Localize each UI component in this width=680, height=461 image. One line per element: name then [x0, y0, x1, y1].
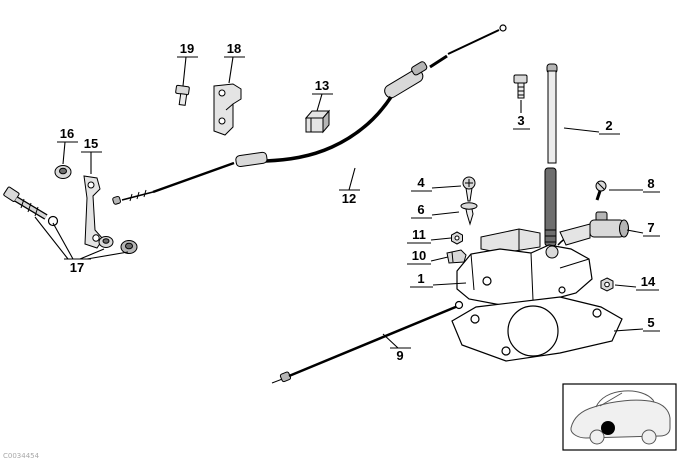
callout-12: 12 — [339, 167, 360, 206]
part-9-selector-rod — [271, 300, 464, 384]
car-window-line — [599, 392, 623, 407]
part-13-cable-clip — [304, 109, 331, 134]
callout-13-label: 13 — [315, 78, 329, 93]
callout-9-label: 9 — [396, 348, 403, 363]
part-15-bracket — [83, 175, 104, 249]
car-location-inset — [562, 383, 677, 451]
callout-1-label: 1 — [417, 271, 424, 286]
callout-18-label: 18 — [227, 41, 241, 56]
part-12-bowden-cable — [112, 24, 507, 205]
callout-15: 15 — [81, 136, 102, 174]
watermark-code: C0034454 — [3, 452, 40, 460]
part-6-expanding-rivet — [460, 202, 478, 226]
callout-8-label: 8 — [647, 176, 654, 191]
callout-5: 5 — [613, 315, 660, 332]
part-8-screw — [595, 180, 607, 201]
callout-18: 18 — [224, 41, 245, 84]
callout-10: 10 — [407, 248, 449, 265]
callout-4: 4 — [411, 175, 462, 192]
callout-2-label: 2 — [605, 118, 612, 133]
callout-11: 11 — [407, 227, 452, 244]
part-5-base-plate — [451, 296, 623, 362]
part-14-nut — [600, 277, 614, 292]
callout-6-label: 6 — [417, 202, 424, 217]
callout-16: 16 — [57, 126, 78, 165]
part-1-shifter-assembly — [456, 167, 593, 306]
callout-3: 3 — [513, 100, 530, 130]
callout-12-label: 12 — [342, 191, 356, 206]
part-11-nut — [451, 231, 463, 245]
callout-16-label: 16 — [60, 126, 74, 141]
car-body-outline — [570, 399, 671, 439]
callout-3-label: 3 — [517, 113, 524, 128]
car-wheel-rear — [641, 429, 657, 445]
callout-2: 2 — [563, 118, 620, 135]
callout-17-label: 17 — [70, 260, 84, 275]
callout-8: 8 — [609, 176, 660, 193]
callout-19: 19 — [177, 41, 198, 87]
callout-11-label: 11 — [412, 227, 426, 242]
callout-4-label: 4 — [417, 175, 425, 190]
part-17-bolt-set — [3, 186, 138, 254]
part-16-grommet — [54, 165, 72, 179]
car-wheel-front — [589, 429, 605, 445]
callout-13: 13 — [312, 78, 333, 112]
callout-6: 6 — [411, 202, 460, 219]
callout-7: 7 — [626, 220, 660, 237]
part-3-screw — [513, 74, 528, 99]
callout-14-label: 14 — [641, 274, 656, 289]
callout-14: 14 — [614, 274, 659, 291]
location-dot — [601, 421, 615, 435]
callout-5-label: 5 — [647, 315, 654, 330]
part-2-selector-rod — [546, 63, 558, 164]
callout-15-label: 15 — [84, 136, 98, 151]
callout-1: 1 — [410, 271, 467, 288]
part-19-bolt — [175, 84, 190, 106]
callout-19-label: 19 — [180, 41, 194, 56]
callout-17: 17 — [34, 216, 129, 275]
callout-10-label: 10 — [412, 248, 426, 263]
callout-7-label: 7 — [647, 220, 654, 235]
car-roof-line — [595, 390, 655, 408]
part-4-screw — [462, 176, 476, 202]
callout-9: 9 — [382, 333, 411, 363]
part-18-bracket — [213, 83, 242, 136]
part-10-clip — [446, 249, 467, 264]
